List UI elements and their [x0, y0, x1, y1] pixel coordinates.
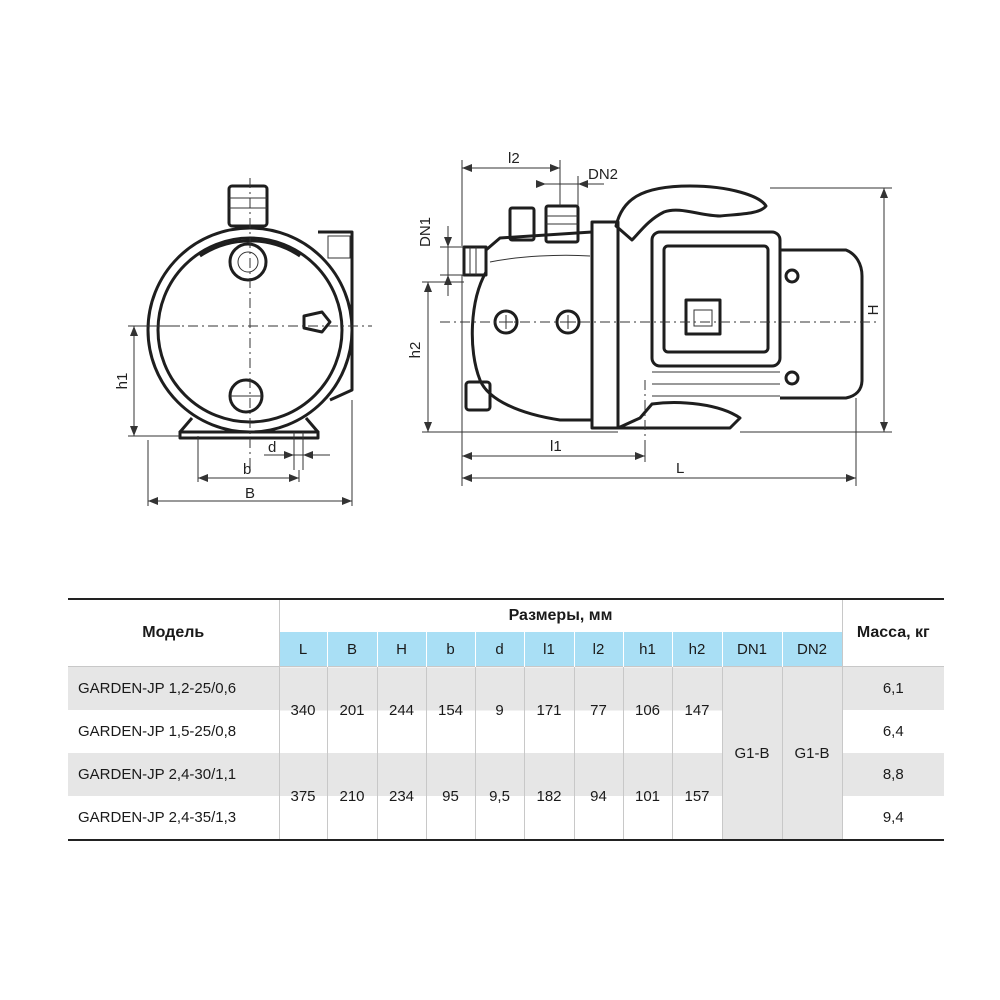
model-name: GARDEN-JP 2,4-30/1,1	[68, 753, 280, 796]
table-row: GARDEN-JP 2,4-35/1,3 9,4	[68, 796, 944, 839]
dim-h1-label: h1	[114, 373, 131, 390]
mass-header: Масса, кг	[841, 599, 944, 667]
model-header: Модель	[68, 599, 280, 667]
mass-value: 8,8	[842, 753, 944, 796]
front-view: h1 d b B	[114, 178, 372, 506]
dimensions-header: Размеры, мм	[279, 599, 842, 632]
mass-value: 9,4	[842, 796, 944, 839]
technical-drawing: h1 d b B	[114, 150, 892, 506]
column-header-b: B	[327, 632, 378, 667]
dim-l2-label: l2	[508, 150, 520, 167]
dim-value-h2: 157	[672, 753, 723, 839]
dim-value-h1: 101	[623, 753, 673, 839]
column-header-b: b	[426, 632, 476, 667]
dim-value-l: 375	[279, 753, 328, 839]
model-name: GARDEN-JP 1,2-25/0,6	[68, 666, 280, 710]
dim-l1-label: l1	[550, 438, 562, 455]
column-header-d: d	[475, 632, 525, 667]
column-header-h2: h2	[672, 632, 723, 667]
table-bottom-rule	[68, 839, 944, 841]
dim-value-h: 244	[377, 666, 427, 753]
dim-value-b: 210	[327, 753, 378, 839]
dim-value-l1: 182	[524, 753, 575, 839]
model-name: GARDEN-JP 1,5-25/0,8	[68, 710, 280, 753]
column-header-l2: l2	[574, 632, 624, 667]
dim-value-h: 234	[377, 753, 427, 839]
dim-value-dn1: G1-B	[722, 666, 783, 839]
dim-L-label: L	[676, 460, 684, 477]
dim-DN1-label: DN1	[417, 217, 434, 247]
dim-value-h2: 147	[672, 666, 723, 753]
dim-value-l2: 94	[574, 753, 624, 839]
dim-value-b: 95	[426, 753, 476, 839]
column-header-h1: h1	[623, 632, 673, 667]
mass-value: 6,1	[842, 666, 944, 710]
dim-value-l: 340	[279, 666, 328, 753]
side-view: l2 DN2 DN1 h2 H l1	[407, 150, 892, 486]
column-header-dn1: DN1	[722, 632, 783, 667]
dim-value-l1: 171	[524, 666, 575, 753]
dim-value-l2: 77	[574, 666, 624, 753]
dim-d-label: d	[268, 439, 276, 456]
dim-b-label: b	[243, 461, 251, 478]
dim-value-b: 201	[327, 666, 378, 753]
table-row: GARDEN-JP 1,5-25/0,8 6,4	[68, 710, 944, 753]
column-header-l1: l1	[524, 632, 575, 667]
column-header-h: H	[377, 632, 427, 667]
dim-DN2-label: DN2	[588, 166, 618, 183]
dim-value-d: 9	[475, 666, 525, 753]
dim-B-label: B	[245, 485, 255, 502]
model-name: GARDEN-JP 2,4-35/1,3	[68, 796, 280, 839]
dim-value-dn2: G1-B	[782, 666, 843, 839]
dim-value-h1: 106	[623, 666, 673, 753]
dim-H-label: H	[865, 305, 882, 316]
mass-value: 6,4	[842, 710, 944, 753]
dim-value-b: 154	[426, 666, 476, 753]
column-header-dn2: DN2	[782, 632, 843, 667]
column-header-l: L	[279, 632, 328, 667]
dim-value-d: 9,5	[475, 753, 525, 839]
dim-h2-label: h2	[407, 342, 424, 359]
